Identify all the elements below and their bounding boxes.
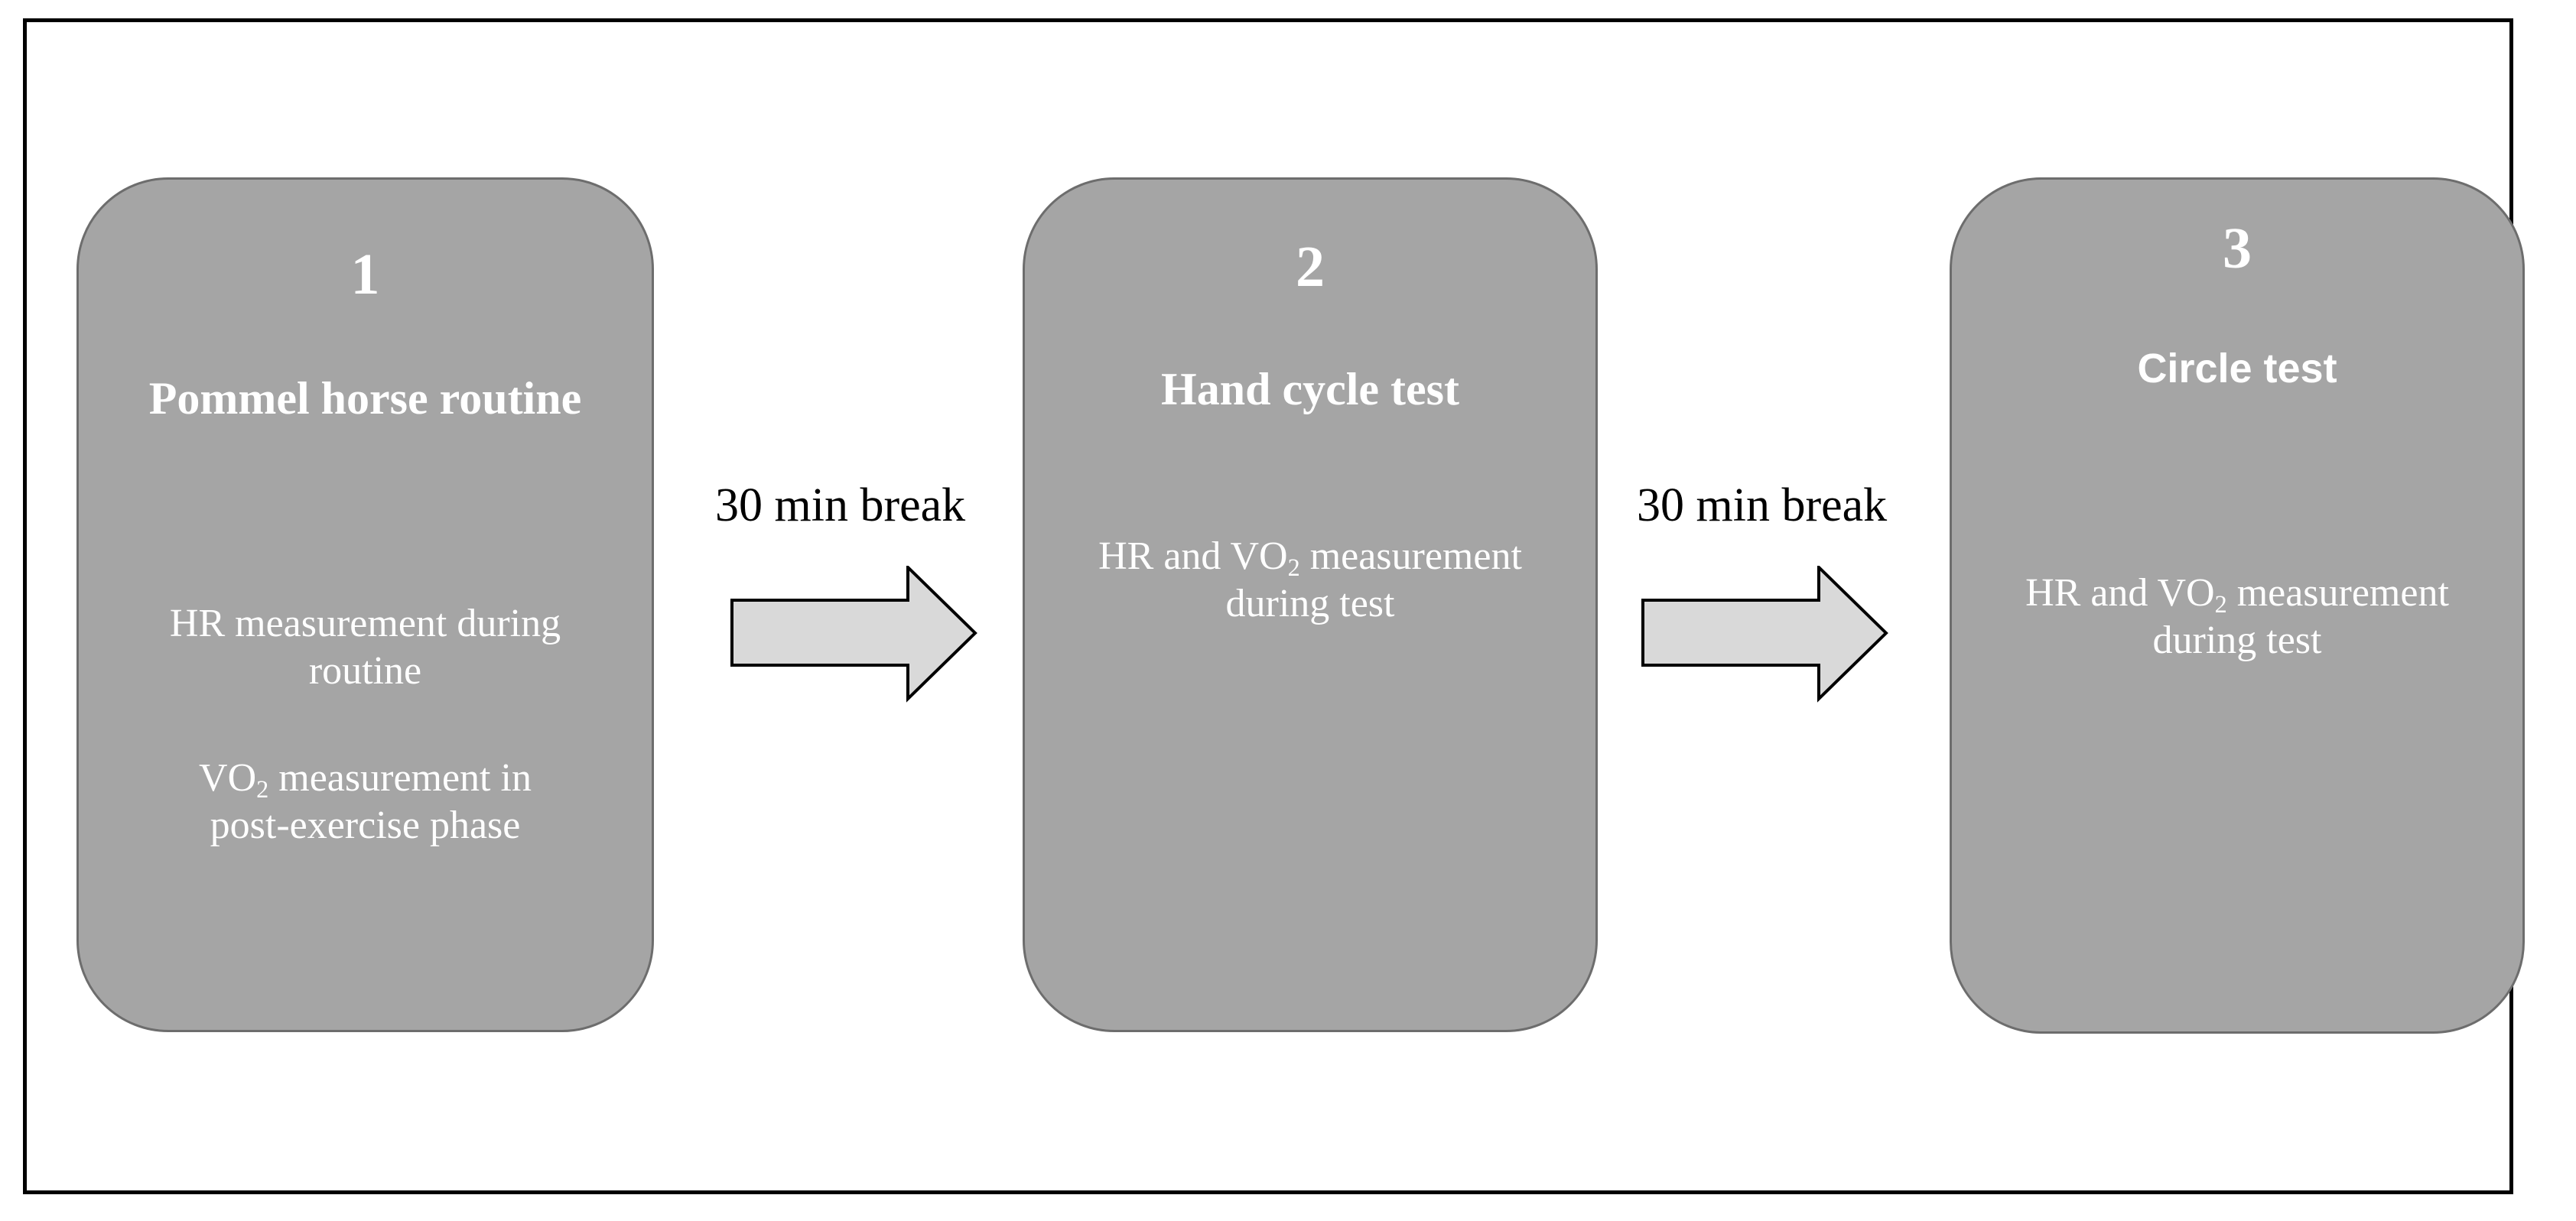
arrow-2-shape	[1641, 566, 1888, 703]
step-1-box: 1 Pommel horse routine HR measurement du…	[76, 177, 654, 1032]
step-1-title: Pommel horse routine	[148, 373, 582, 424]
step-1-description-vo2: VO2 measurement in post-exercise phase	[199, 756, 532, 847]
arrow-1-shape	[730, 566, 977, 703]
step-3-number: 3	[2223, 216, 2252, 281]
break-label-2: 30 min break	[1637, 479, 1888, 531]
step-3-description: HR and VO2 measurement during test	[2025, 571, 2449, 662]
break-label-1: 30 min break	[715, 479, 966, 531]
step-3-title: Circle test	[2137, 346, 2337, 391]
step-1-description-hr: HR measurement during routine	[169, 602, 561, 693]
step-2-number: 2	[1296, 235, 1325, 299]
step-3-box: 3 Circle test HR and VO2 measurement dur…	[1950, 177, 2525, 1034]
arrow-right-icon	[1641, 566, 1888, 703]
step-2-description: HR and VO2 measurement during test	[1098, 534, 1522, 625]
step-2-box: 2 Hand cycle test HR and VO2 measurement…	[1023, 177, 1598, 1032]
step-1-number: 1	[350, 242, 380, 307]
arrow-right-icon	[730, 566, 977, 703]
step-2-title: Hand cycle test	[1161, 364, 1459, 414]
